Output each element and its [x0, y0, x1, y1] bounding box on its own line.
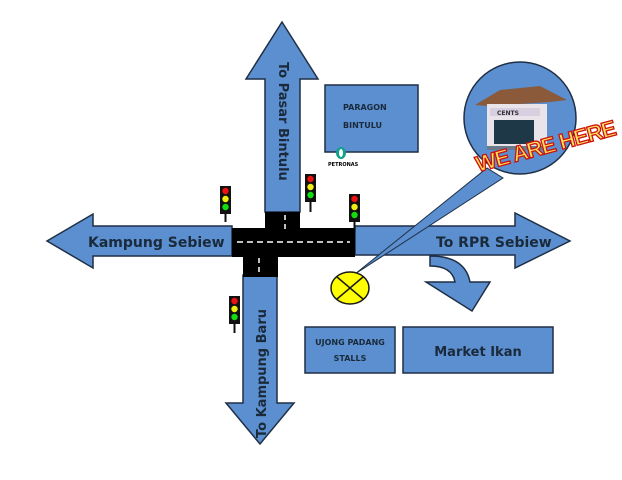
ujong-label-line2: STALLS	[334, 354, 367, 363]
shop-sign: CENTS	[497, 110, 519, 117]
paragon-label-line2: BINTULU	[343, 121, 382, 130]
arrow-west: Kampung Sebiew	[45, 212, 233, 270]
intersection	[232, 212, 355, 277]
building-paragon: PARAGON BINTULU	[324, 84, 419, 153]
market-label: Market Ikan	[434, 345, 521, 360]
petronas-logo-icon: PETRONAS	[328, 147, 359, 168]
petronas-label: PETRONAS	[328, 162, 359, 168]
turn-arrow	[423, 255, 492, 313]
arrow-south: To Kampung Baru	[224, 274, 296, 446]
arrow-north-label: To Pasar Bintulu	[275, 62, 290, 181]
arrow-south-label: To Kampung Baru	[255, 309, 270, 438]
traffic-light-icon	[305, 174, 316, 212]
building-market-ikan: Market Ikan	[402, 326, 554, 374]
arrow-north: To Pasar Bintulu	[244, 20, 320, 213]
traffic-light-icon	[220, 186, 231, 222]
traffic-light-icon	[349, 194, 360, 230]
ujong-label-line1: UJONG PADANG	[315, 338, 385, 347]
location-callout: CENTS	[354, 61, 577, 275]
paragon-label-line1: PARAGON	[343, 103, 387, 112]
traffic-light-icon	[229, 296, 240, 333]
arrow-east-label: To RPR Sebiew	[436, 235, 552, 251]
building-ujong-padang: UJONG PADANG STALLS	[304, 326, 396, 374]
arrow-west-label: Kampung Sebiew	[88, 235, 225, 251]
shop-photo: CENTS	[475, 86, 567, 150]
location-marker-icon	[330, 271, 370, 305]
arrow-east: To RPR Sebiew	[354, 211, 572, 270]
